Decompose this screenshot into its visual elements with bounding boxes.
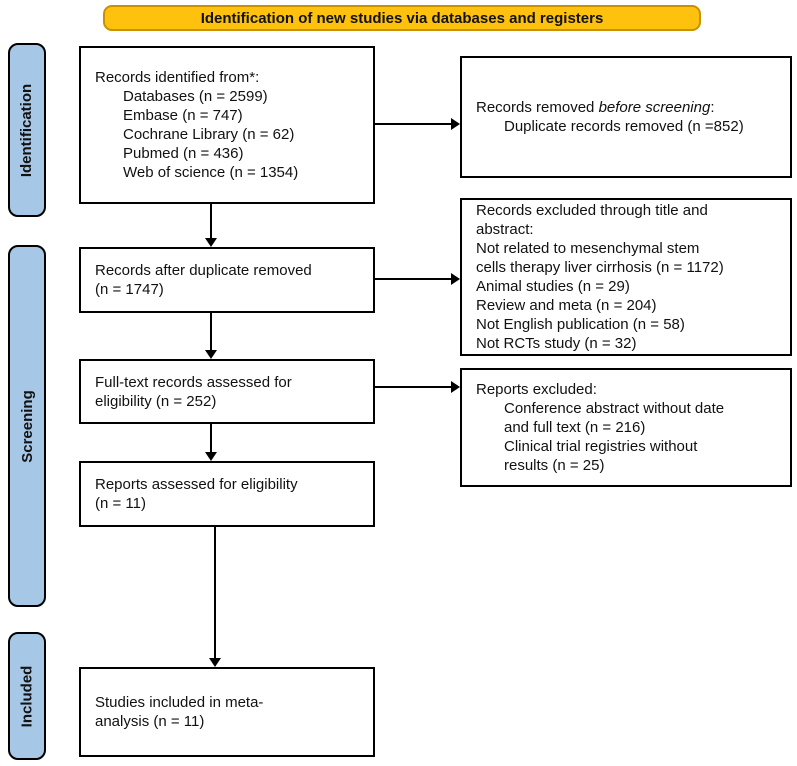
excluded-title-abstract-line: Review and meta (n = 204) — [476, 297, 657, 314]
reports-excluded-item: and full text (n = 216) — [504, 419, 646, 436]
box-fulltext-assessed: Full-text records assessed for eligibili… — [79, 359, 375, 424]
excluded-title-abstract-line: Not RCTs study (n = 32) — [476, 335, 637, 352]
studies-included-line: analysis (n = 11) — [95, 713, 205, 730]
records-identified-item: Web of science (n = 1354) — [123, 164, 299, 181]
arrow-fulltext-to-reports-assessed — [205, 424, 217, 461]
records-removed-heading: Records removed before screening: — [476, 99, 715, 116]
box-records-identified: Records identified from*: Databases (n =… — [79, 46, 375, 204]
box-after-duplicates: Records after duplicate removed (n = 174… — [79, 247, 375, 313]
after-duplicates-line: (n = 1747) — [95, 281, 164, 298]
records-identified-heading: Records identified from*: — [95, 69, 260, 86]
arrow-after-duplicates-to-fulltext — [205, 313, 217, 359]
records-identified-item: Embase (n = 747) — [123, 107, 243, 124]
stage-label-identification: Identification — [8, 43, 46, 217]
reports-assessed-line: Reports assessed for eligibility — [95, 476, 298, 493]
records-identified-item: Databases (n = 2599) — [123, 88, 268, 105]
reports-assessed-line: (n = 11) — [95, 495, 146, 512]
arrow-after-duplicates-to-excluded — [375, 273, 460, 285]
reports-excluded-item: Clinical trial registries without — [504, 438, 698, 455]
records-identified-item: Cochrane Library (n = 62) — [123, 126, 295, 143]
after-duplicates-line: Records after duplicate removed — [95, 262, 312, 279]
box-excluded-title-abstract: Records excluded through title and abstr… — [460, 198, 792, 356]
excluded-title-abstract-line: abstract: — [476, 221, 534, 238]
reports-excluded-item: results (n = 25) — [504, 457, 605, 474]
excluded-title-abstract-line: Not related to mesenchymal stem — [476, 240, 700, 257]
box-studies-included: Studies included in meta- analysis (n = … — [79, 667, 375, 757]
stage-label-identification-text: Identification — [18, 83, 36, 177]
arrow-fulltext-to-reports-excluded — [375, 381, 460, 393]
records-identified-item: Pubmed (n = 436) — [123, 145, 244, 162]
excluded-title-abstract-line: Not English publication (n = 58) — [476, 316, 685, 333]
studies-included-line: Studies included in meta- — [95, 694, 264, 711]
stage-label-included-text: Included — [18, 665, 36, 727]
excluded-title-abstract-line: cells therapy liver cirrhosis (n = 1172) — [476, 259, 724, 276]
excluded-title-abstract-line: Animal studies (n = 29) — [476, 278, 630, 295]
arrow-identified-to-records-removed — [375, 118, 460, 130]
fulltext-assessed-line: Full-text records assessed for — [95, 373, 292, 391]
stage-label-included: Included — [8, 632, 46, 760]
box-records-removed: Records removed before screening: Duplic… — [460, 56, 792, 178]
banner-title: Identification of new studies via databa… — [200, 9, 604, 27]
stage-label-screening: Screening — [8, 245, 46, 607]
reports-excluded-heading: Reports excluded: — [476, 381, 597, 398]
arrow-identified-to-after-duplicates — [205, 204, 217, 247]
box-reports-excluded: Reports excluded: Conference abstract wi… — [460, 368, 792, 487]
excluded-title-abstract-line: Records excluded through title and — [476, 202, 708, 219]
arrow-reports-assessed-to-studies-included — [209, 527, 221, 667]
records-removed-item: Duplicate records removed (n =852) — [504, 118, 744, 135]
fulltext-assessed-line: eligibility (n = 252) — [95, 392, 217, 410]
reports-excluded-item: Conference abstract without date — [504, 400, 725, 417]
banner: Identification of new studies via databa… — [103, 5, 701, 31]
box-reports-assessed: Reports assessed for eligibility (n = 11… — [79, 461, 375, 527]
stage-label-screening-text: Screening — [18, 389, 36, 463]
